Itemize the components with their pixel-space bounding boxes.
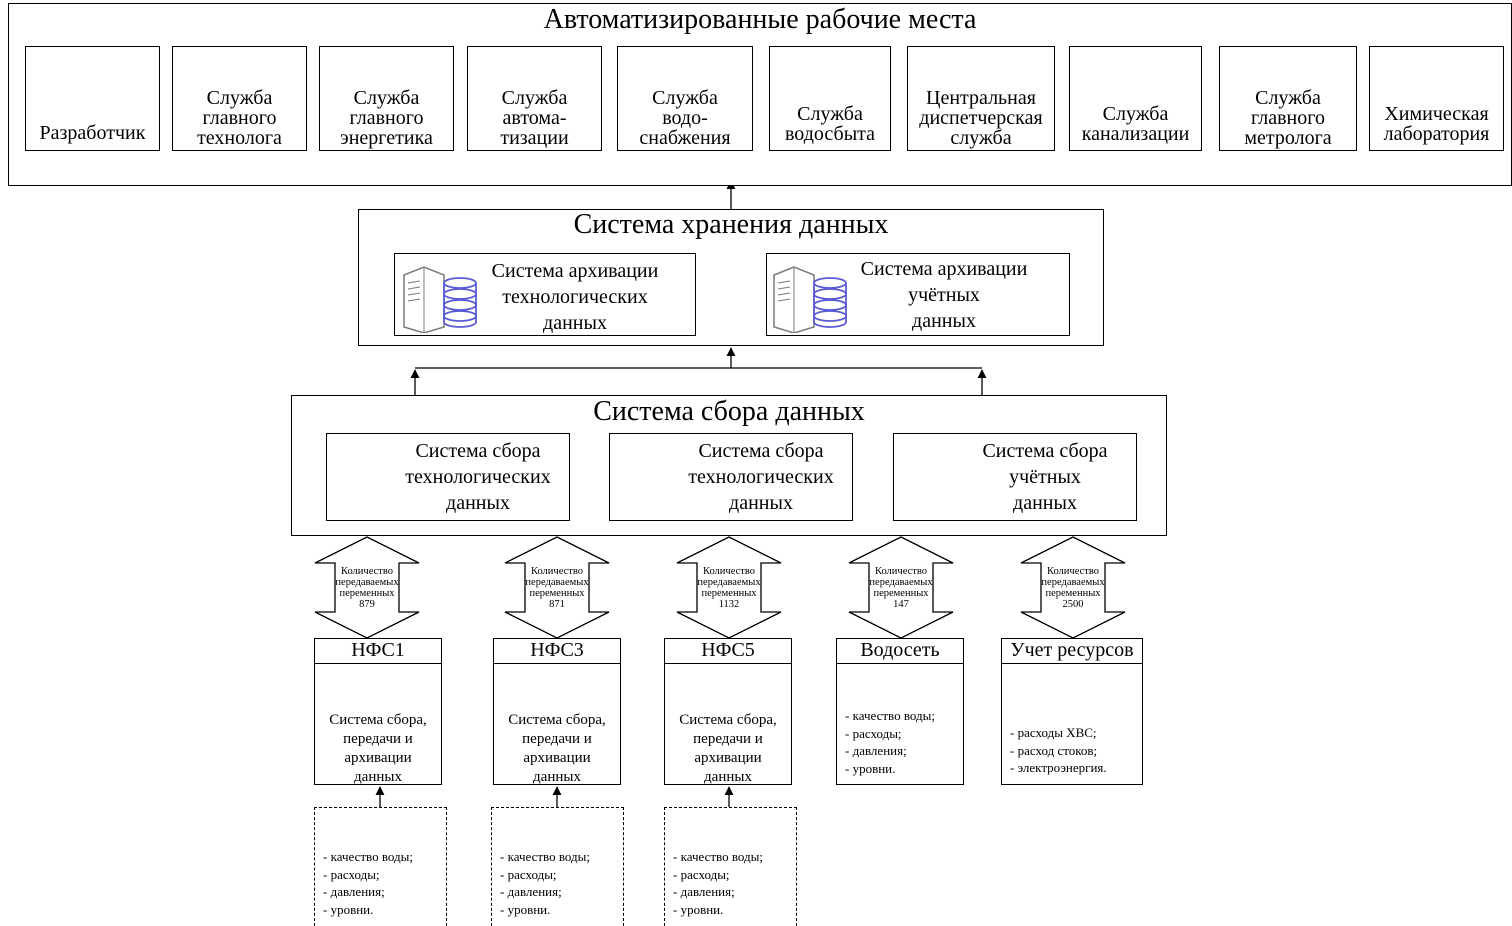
field-parameter-list: - качество воды;- расходы;- давления;- у… xyxy=(500,849,590,917)
site-name: Водосеть xyxy=(860,639,940,661)
collection-unit-box xyxy=(893,433,1137,521)
workstation-box xyxy=(1369,46,1504,151)
field-parameter-list: - качество воды;- расходы;- давления;- у… xyxy=(323,849,413,917)
workstation-box xyxy=(25,46,160,151)
storage-title: Система хранения данных xyxy=(573,209,889,240)
site-header xyxy=(1001,638,1143,664)
site-header xyxy=(664,638,792,664)
collection-unit-box xyxy=(609,433,853,521)
field-devices-box xyxy=(491,807,624,926)
workstation-box xyxy=(907,46,1055,151)
site-header xyxy=(836,638,964,664)
tech-db-server-icon xyxy=(403,266,477,333)
workstation-box xyxy=(1069,46,1202,151)
site-parameter-list: - качество воды;- расходы;- давления;- у… xyxy=(845,708,935,776)
field-devices-box xyxy=(314,807,447,926)
collection-unit-box xyxy=(326,433,570,521)
collection-title: Система сбора данных xyxy=(593,396,865,427)
acct-db-server-icon xyxy=(773,266,847,333)
workstation-label: Разработчик xyxy=(39,122,146,144)
workstation-box xyxy=(319,46,454,151)
field-parameter-list: - качество воды;- расходы;- давления;- у… xyxy=(673,849,763,917)
workstation-box xyxy=(769,46,891,151)
workstation-box xyxy=(172,46,307,151)
site-header xyxy=(493,638,621,664)
site-parameter-list: - расходы ХВС;- расход стоков;- электроэ… xyxy=(1010,725,1107,776)
workstations-title: Автоматизированные рабочие места xyxy=(543,4,977,35)
workstation-box xyxy=(467,46,602,151)
site-name: Учет ресурсов xyxy=(1010,639,1134,661)
site-name: НФС3 xyxy=(530,639,584,661)
site-name: НФС5 xyxy=(701,639,755,661)
site-header xyxy=(314,638,442,664)
workstation-box xyxy=(1219,46,1357,151)
workstation-box xyxy=(617,46,753,151)
site-name: НФС1 xyxy=(351,639,405,661)
field-devices-box xyxy=(664,807,797,926)
